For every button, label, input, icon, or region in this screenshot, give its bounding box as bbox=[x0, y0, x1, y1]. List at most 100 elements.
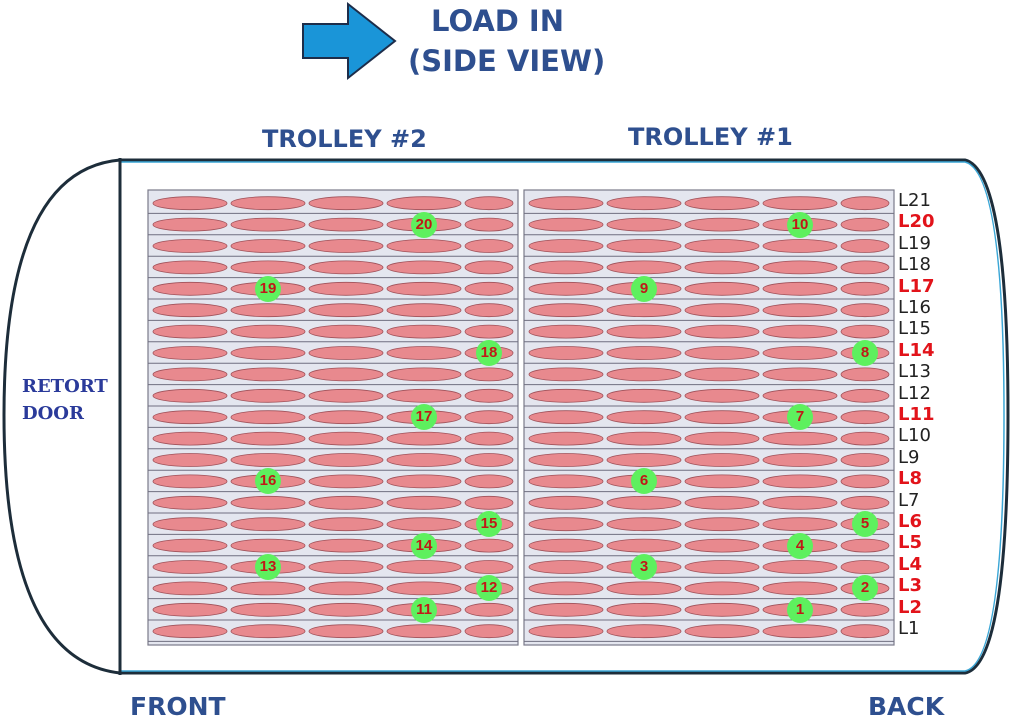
pouch bbox=[606, 260, 682, 275]
pouch bbox=[528, 410, 604, 425]
pouch bbox=[606, 517, 682, 532]
pouch bbox=[152, 217, 228, 232]
pouch bbox=[464, 281, 514, 296]
pouch bbox=[528, 281, 604, 296]
pouch bbox=[386, 388, 462, 403]
pouch bbox=[606, 388, 682, 403]
pouch bbox=[840, 239, 890, 253]
pouch bbox=[528, 474, 604, 489]
pouch bbox=[684, 367, 760, 382]
pouch bbox=[840, 538, 890, 553]
pouch bbox=[684, 281, 760, 296]
pouch bbox=[152, 431, 228, 446]
pouch bbox=[308, 517, 384, 532]
pouch bbox=[606, 239, 682, 253]
pouch bbox=[762, 324, 838, 339]
pouch bbox=[386, 346, 462, 360]
pouch bbox=[308, 303, 384, 318]
back-label: BACK bbox=[868, 692, 945, 721]
pouch bbox=[606, 581, 682, 596]
pouch bbox=[152, 281, 228, 296]
trolley-2-label: TROLLEY #2 bbox=[262, 125, 427, 153]
pouch bbox=[762, 581, 838, 596]
pouch bbox=[528, 367, 604, 382]
pouch bbox=[762, 431, 838, 446]
pouch bbox=[386, 581, 462, 596]
pouch bbox=[230, 346, 306, 360]
pouch bbox=[840, 495, 890, 510]
level-label: L10 bbox=[898, 425, 931, 447]
pouch bbox=[152, 453, 228, 467]
pouch bbox=[528, 324, 604, 339]
level-label: L12 bbox=[898, 382, 931, 404]
pouch bbox=[230, 217, 306, 232]
pouch bbox=[230, 431, 306, 446]
pouch bbox=[308, 260, 384, 275]
pouch bbox=[684, 239, 760, 253]
pouch bbox=[840, 367, 890, 382]
pouch bbox=[386, 281, 462, 296]
pouch bbox=[152, 239, 228, 253]
pouch bbox=[308, 431, 384, 446]
level-label: L21 bbox=[898, 190, 931, 211]
pouch bbox=[386, 495, 462, 510]
pouch bbox=[230, 624, 306, 639]
pouch bbox=[762, 239, 838, 253]
pouch bbox=[762, 517, 838, 532]
pouch bbox=[464, 495, 514, 510]
pouch bbox=[762, 453, 838, 467]
pouch bbox=[308, 581, 384, 596]
pouch bbox=[684, 495, 760, 510]
pouch bbox=[684, 453, 760, 467]
pouch bbox=[840, 602, 890, 617]
pouch bbox=[152, 388, 228, 403]
pouch bbox=[528, 217, 604, 232]
pouch bbox=[230, 410, 306, 425]
pouch bbox=[386, 260, 462, 275]
pouch bbox=[230, 495, 306, 510]
pouch bbox=[840, 410, 890, 425]
pouch bbox=[308, 346, 384, 360]
pouch bbox=[152, 474, 228, 489]
pouch bbox=[464, 602, 514, 617]
pouch bbox=[152, 495, 228, 510]
pouch bbox=[152, 196, 228, 211]
pouch bbox=[464, 431, 514, 446]
pouch bbox=[308, 388, 384, 403]
pouch bbox=[840, 324, 890, 339]
pouch bbox=[840, 281, 890, 296]
sensor-marker: 18 bbox=[476, 340, 502, 366]
pouch bbox=[762, 260, 838, 275]
pouch bbox=[230, 367, 306, 382]
sensor-marker: 6 bbox=[631, 468, 657, 495]
pouch bbox=[308, 538, 384, 553]
pouch bbox=[684, 260, 760, 275]
sensor-marker: 3 bbox=[631, 554, 657, 580]
pouch bbox=[386, 303, 462, 318]
sensor-marker: 14 bbox=[411, 532, 437, 559]
pouch bbox=[308, 453, 384, 467]
pouch bbox=[606, 431, 682, 446]
level-label: L3 bbox=[898, 575, 922, 597]
pouch bbox=[230, 260, 306, 275]
retort-door-label: RETORT bbox=[22, 376, 108, 397]
pouch bbox=[528, 602, 604, 617]
load-direction-arrow-icon bbox=[302, 1, 397, 81]
pouch bbox=[528, 581, 604, 596]
pouch bbox=[152, 517, 228, 532]
pouch bbox=[152, 303, 228, 318]
pouch bbox=[528, 560, 604, 574]
pouch bbox=[152, 560, 228, 574]
pouch bbox=[684, 324, 760, 339]
level-label: L5 bbox=[898, 532, 922, 554]
pouch bbox=[308, 474, 384, 489]
level-label: L14 bbox=[898, 339, 935, 361]
pouch bbox=[308, 495, 384, 510]
pouch bbox=[762, 495, 838, 510]
pouch bbox=[684, 196, 760, 211]
pouch bbox=[464, 538, 514, 553]
level-label: L4 bbox=[898, 553, 922, 575]
pouch bbox=[606, 217, 682, 232]
level-label: L6 bbox=[898, 511, 922, 532]
load-in-title: LOAD IN bbox=[431, 4, 564, 38]
